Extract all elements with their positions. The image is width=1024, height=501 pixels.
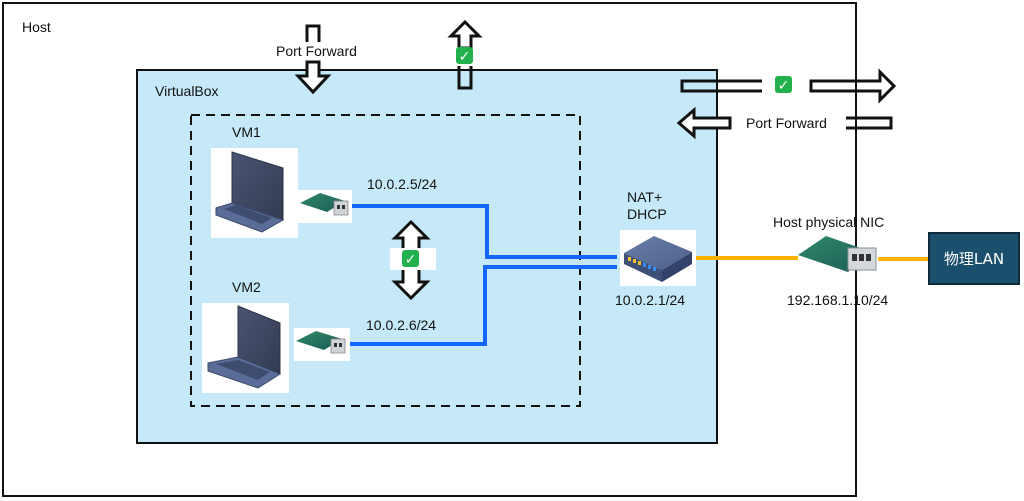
nat-label-line2: DHCP: [627, 206, 667, 222]
outbound-allowed-arrow-right: [680, 68, 897, 104]
vm2-label: VM2: [232, 279, 261, 295]
nat-label-line1: NAT+: [627, 189, 662, 205]
physical-lan-box: 物理LAN: [928, 232, 1020, 285]
host-nic-icon: [798, 236, 877, 272]
outbound-allowed-check-icon-right: ✓: [775, 76, 792, 94]
external-links: [696, 256, 929, 261]
vm2-nic-icon: [294, 328, 350, 361]
host-label: Host: [22, 19, 51, 35]
host-nic-ip: 192.168.1.10/24: [787, 292, 888, 308]
host-nic-label: Host physical NIC: [773, 214, 884, 230]
vm1-nic-icon: [298, 190, 352, 223]
svg-text:✓: ✓: [459, 49, 471, 65]
svg-text:✓: ✓: [405, 252, 417, 268]
nat-router-icon: [620, 230, 696, 286]
vm-to-vm-check-icon: ✓: [402, 250, 419, 268]
vm2-link: [350, 265, 617, 346]
svg-text:✓: ✓: [778, 78, 790, 94]
port-forward-label-right: Port Forward: [746, 115, 827, 131]
nat-network-boundary: [190, 114, 581, 407]
virtualbox-label: VirtualBox: [155, 83, 219, 99]
vm1-label: VM1: [232, 124, 261, 140]
port-forward-inbound-arrow-right: [676, 106, 893, 140]
vm1-ip: 10.0.2.5/24: [367, 176, 437, 192]
vm1-laptop-icon: [211, 148, 298, 238]
vm2-ip: 10.0.2.6/24: [366, 317, 436, 333]
port-forward-inbound-arrow-top: [294, 24, 332, 95]
port-forward-label-top: Port Forward: [276, 43, 357, 59]
vm1-link: [352, 204, 617, 259]
internal-links: [350, 204, 617, 346]
nat-ip: 10.0.2.1/24: [615, 292, 685, 308]
physical-lan-label: 物理LAN: [944, 250, 1004, 268]
outbound-allowed-check-icon-top: ✓: [456, 47, 473, 65]
vm2-laptop-icon: [202, 303, 289, 393]
